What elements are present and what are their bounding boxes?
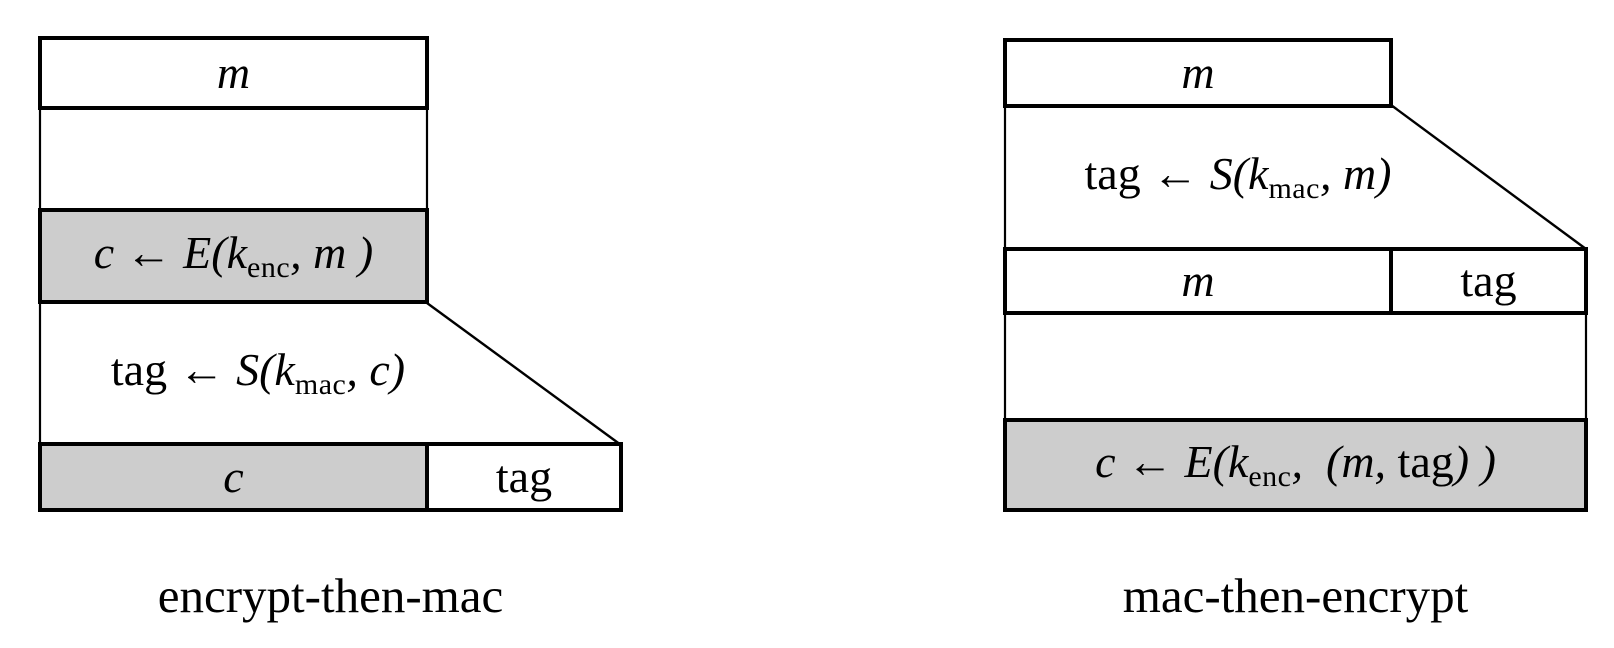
left-output-cipher-label: c [223,451,244,502]
right-encrypt-box: c ← E(kenc, (m, tag) ) [1003,418,1588,512]
right-encrypt-formula-subscript: enc [1248,459,1292,493]
right-encrypt-formula-head: c ← E(k [1095,435,1249,487]
left-sign-formula-subscript: mac [294,367,347,401]
right-row-message-cell: m [1007,251,1393,311]
left-output-row: c tag [38,442,623,512]
right-message-box: m [1003,38,1393,108]
right-encrypt-formula-tail: ) ) [1453,435,1496,487]
left-sign-formula: tag ← S(kmac, c) [110,343,406,401]
right-encrypt-formula: c ← E(kenc, (m, tag) ) [1095,435,1496,493]
right-caption: mac-then-encrypt [1122,568,1469,623]
right-message-tag-row: m tag [1003,247,1588,315]
right-encrypt-formula-tagword: tag [1397,435,1454,487]
left-encrypt-formula-tail: , m ) [290,226,374,278]
left-message-box: m [38,36,429,110]
right-row-tag-cell: tag [1393,251,1584,311]
right-sign-formula-subscript: mac [1268,172,1320,205]
left-encrypt-formula: c ← E(kenc, m ) [93,226,374,284]
left-output-tag-cell: tag [429,446,619,508]
right-sign-formula: tag ← S(kmac, m) [1085,151,1392,204]
left-sign-step: tag ← S(kmac, c) [38,304,478,442]
left-sign-formula-lhs: tag [110,343,168,395]
left-message-label: m [216,47,251,98]
right-sign-formula-head: ← S(k [1140,148,1269,199]
left-encrypt-formula-head: c ← E(k [93,226,248,278]
left-encrypt-box: c ← E(kenc, m ) [38,208,429,304]
left-output-cipher-cell: c [42,446,429,508]
right-row-message-label: m [1181,255,1215,306]
right-encrypt-formula-mid: , (m, [1291,435,1398,487]
left-encrypt-formula-subscript: enc [247,250,291,284]
left-sign-formula-head: ← S(k [167,343,295,395]
right-message-label: m [1181,47,1215,98]
right-row-tag-label: tag [1460,255,1517,306]
right-sign-formula-tail: , m) [1319,148,1392,199]
left-output-tag-label: tag [495,451,553,502]
right-sign-formula-lhs: tag [1084,148,1141,199]
left-caption: encrypt-then-mac [157,568,504,623]
left-sign-formula-tail: , c) [346,343,406,395]
right-sign-step: tag ← S(kmac, m) [1003,108,1473,247]
